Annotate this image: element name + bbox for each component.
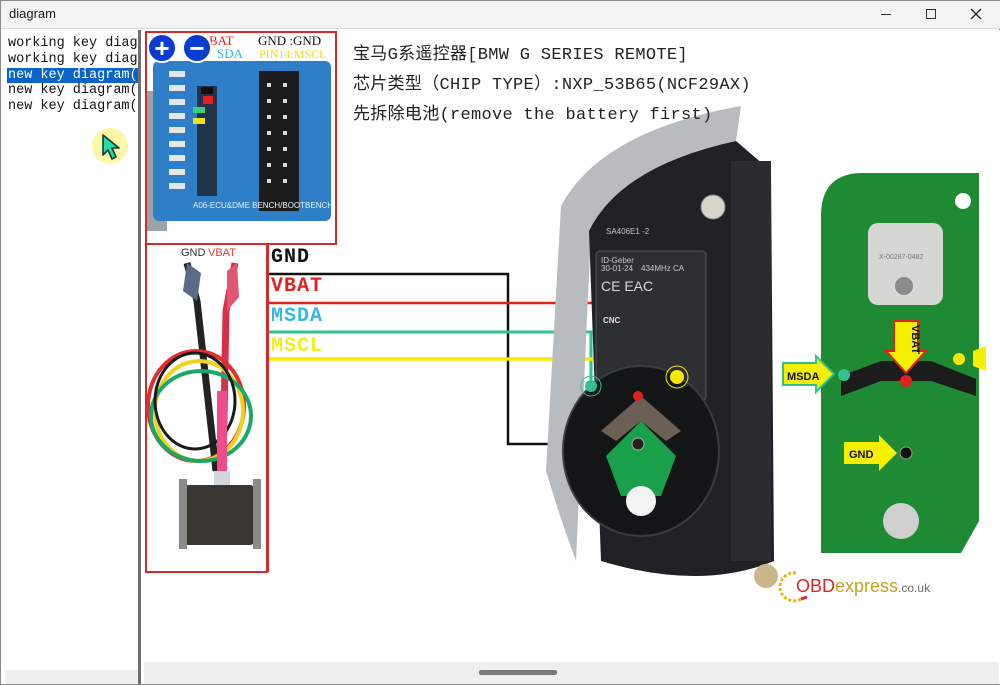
minimize-icon bbox=[881, 13, 891, 15]
key-fob-photo: 30-01-24 ID-Geber 434MHz CA CE EAC SA406… bbox=[546, 106, 778, 588]
diagram-title-line: 宝马G系遥控器[BMW G SERIES REMOTE] bbox=[353, 46, 688, 65]
battery-instruction-line: 先拆除电池(remove the battery first) bbox=[353, 106, 713, 125]
mouse-cursor-icon bbox=[102, 134, 120, 160]
window-title: diagram bbox=[9, 6, 56, 21]
list-horizontal-scrollbar[interactable] bbox=[5, 670, 138, 684]
svg-text:GND :GND: GND :GND bbox=[258, 33, 321, 48]
watermark-text: OBDexpress.co.uk bbox=[796, 576, 931, 596]
svg-text:30-01-24: 30-01-24 bbox=[601, 264, 634, 273]
obdexpress-logo bbox=[778, 571, 808, 603]
list-item[interactable]: working key diagr bbox=[8, 36, 141, 51]
msda-callout bbox=[782, 353, 836, 395]
pin-label-gnd: GND bbox=[271, 246, 311, 269]
zoom-out-button[interactable]: − bbox=[182, 33, 212, 63]
list-item[interactable]: new key diagram(U bbox=[8, 99, 141, 115]
maximize-button[interactable] bbox=[908, 1, 954, 27]
svg-text:BAT: BAT bbox=[209, 33, 234, 48]
gnd-callout bbox=[844, 435, 897, 471]
maximize-icon bbox=[926, 9, 936, 19]
adapter-board-photo: A06-ECU&DME BENCH/BOOTBENCH BAT SDA GND … bbox=[145, 31, 337, 245]
horizontal-scrollbar-thumb[interactable] bbox=[479, 670, 557, 675]
svg-text:A06-ECU&DME BENCH/BOOTBENCH: A06-ECU&DME BENCH/BOOTBENCH bbox=[193, 201, 333, 210]
diagram-image: A06-ECU&DME BENCH/BOOTBENCH BAT SDA GND … bbox=[145, 31, 986, 603]
svg-text:X-00287-0482: X-00287-0482 bbox=[879, 254, 923, 261]
svg-text:SDA: SDA bbox=[217, 46, 244, 61]
diagram-canvas: A06-ECU&DME BENCH/BOOTBENCH BAT SDA GND … bbox=[144, 30, 1000, 684]
pin-label-msda: MSDA bbox=[271, 305, 324, 328]
diagram-list-pane: working key diagr working key diagr new … bbox=[1, 30, 141, 684]
svg-text:VBAT: VBAT bbox=[909, 325, 921, 354]
pin-label-mscl: MSCL bbox=[271, 335, 324, 358]
list-item-selected[interactable]: new key diagram(C bbox=[7, 67, 141, 84]
svg-text:VBAT: VBAT bbox=[208, 247, 236, 259]
zoom-in-button[interactable]: + bbox=[147, 33, 177, 63]
list-item[interactable]: new key diagram(U bbox=[8, 83, 141, 99]
pin-label-vbat: VBAT bbox=[271, 275, 324, 298]
vbat-callout bbox=[883, 320, 929, 375]
chip-type-line: 芯片类型（CHIP TYPE）:NXP_53B65(NCF29AX) bbox=[353, 76, 751, 95]
cable-photo: GND VBAT bbox=[145, 243, 268, 573]
svg-text:GND: GND bbox=[181, 247, 206, 259]
close-button[interactable] bbox=[953, 1, 999, 27]
diagram-list: working key diagr working key diagr new … bbox=[7, 36, 141, 115]
svg-text:GND: GND bbox=[849, 449, 874, 461]
minimize-button[interactable] bbox=[863, 1, 909, 27]
svg-text:CE EAC: CE EAC bbox=[601, 278, 653, 294]
plus-icon: + bbox=[154, 33, 170, 63]
list-item[interactable]: working key diagr bbox=[8, 51, 141, 67]
svg-text:MSDA: MSDA bbox=[787, 371, 819, 383]
svg-text:ID-Geber: ID-Geber bbox=[601, 256, 634, 265]
close-icon bbox=[970, 8, 982, 20]
pcb-photo: X-00287-0482 MSDA VBAT GND bbox=[782, 173, 986, 553]
svg-text:SA406E1 -2: SA406E1 -2 bbox=[606, 227, 650, 236]
msda-wire bbox=[269, 330, 593, 386]
horizontal-scrollbar[interactable] bbox=[144, 662, 999, 684]
svg-text:PIN14:MSCL: PIN14:MSCL bbox=[259, 47, 326, 61]
svg-text:434MHz CA: 434MHz CA bbox=[641, 264, 685, 273]
svg-text:CNC: CNC bbox=[603, 316, 621, 325]
minus-icon: − bbox=[189, 33, 205, 63]
title-bar: diagram bbox=[1, 1, 1000, 29]
